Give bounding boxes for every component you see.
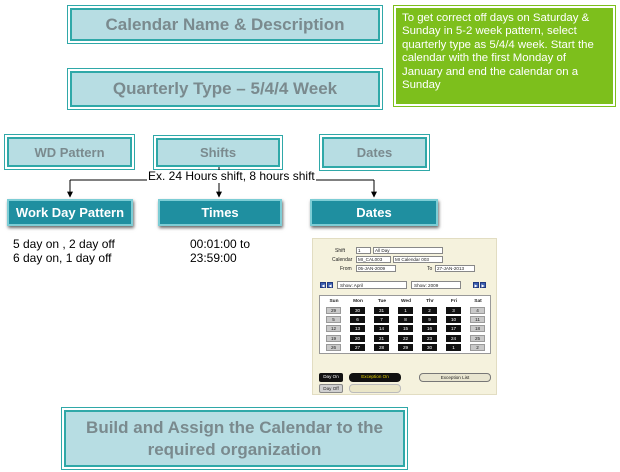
calendar-day-cell[interactable]: 9 [422, 316, 437, 324]
dates-box: Dates [319, 134, 430, 171]
quarterly-type-note: To get correct off days on Saturday & Su… [393, 5, 616, 107]
next-year-icon[interactable]: ▶ [480, 282, 486, 288]
calendar-day-cell[interactable]: 15 [398, 325, 413, 333]
calendar-field-label: Calendar [332, 257, 353, 263]
calendar-day-cell[interactable]: 28 [374, 343, 389, 351]
calendar-day-cell[interactable]: 17 [446, 325, 461, 333]
calendar-day-cell[interactable]: 29 [326, 307, 341, 314]
day-header-sat: Sat [474, 299, 482, 304]
to-date-field[interactable]: 27-JAN-2013 [435, 265, 475, 272]
to-field-label: To [427, 266, 433, 272]
exception-off-legend [349, 384, 401, 393]
dates-dark-box: Dates [310, 199, 438, 226]
build-assign-calendar-box: Build and Assign the Calendar to the req… [61, 407, 408, 470]
calendar-day-cell[interactable]: 11 [470, 316, 485, 324]
calendar-day-cell[interactable]: 6 [350, 316, 365, 324]
shift-field-label: Shift [335, 248, 346, 254]
show-year-select[interactable]: Show: 2009 [411, 281, 461, 289]
calendar-day-cell[interactable]: 18 [470, 325, 485, 333]
calendar-day-cell[interactable]: 24 [446, 334, 461, 342]
time-line-1: 00:01:00 to [190, 237, 251, 251]
calendar-day-cell[interactable]: 29 [398, 343, 413, 351]
calendar-day-cell[interactable]: 20 [350, 334, 365, 342]
calendar-day-cell[interactable]: 10 [446, 316, 461, 324]
work-day-pattern-box: Work Day Pattern [7, 199, 133, 226]
calendar-day-cell[interactable]: 30 [422, 343, 437, 351]
calendar-day-cell[interactable]: 19 [326, 334, 341, 342]
day-header-wed: Wed [400, 299, 412, 304]
day-header-tue: Tue [377, 299, 387, 304]
prev-year-icon[interactable]: ◀ [320, 282, 326, 288]
calendar-day-cell[interactable]: 22 [398, 334, 413, 342]
quarterly-type-box: Quarterly Type – 5/4/4 Week [67, 68, 383, 110]
calendar-day-cell[interactable]: 21 [374, 334, 389, 342]
calendar-day-cell[interactable]: 30 [350, 307, 365, 314]
day-header-mon: Mon [353, 299, 363, 304]
calendar-code-field[interactable]: MI_CAL003 [356, 256, 391, 263]
calendar-day-cell[interactable]: 1 [398, 307, 413, 314]
prev-month-icon[interactable]: ◀ [327, 282, 333, 288]
next-month-icon[interactable]: ▶ [473, 282, 479, 288]
calendar-day-cell[interactable]: 13 [350, 325, 365, 333]
wd-pattern-box: WD Pattern [4, 134, 135, 170]
calendar-day-cell[interactable]: 3 [446, 307, 461, 314]
from-date-field[interactable]: 05-JAN-2009 [356, 265, 396, 272]
calendar-day-cell[interactable]: 1 [446, 343, 461, 351]
calendar-day-cell[interactable]: 23 [422, 334, 437, 342]
calendar-day-cell[interactable]: 4 [470, 307, 485, 314]
calendar-day-cell[interactable]: 7 [374, 316, 389, 324]
times-box: Times [158, 199, 282, 226]
calendar-name-description-box: Calendar Name & Description [67, 5, 383, 44]
shift-description-field[interactable]: All Day [373, 247, 443, 254]
exception-list-button[interactable]: Exception List [419, 373, 491, 382]
calendar-day-cell[interactable]: 25 [470, 334, 485, 342]
calendar-name-field[interactable]: MI Calendar 003 [393, 256, 443, 263]
day-on-legend: Day On [319, 373, 343, 382]
time-line-2: 23:59:00 [190, 251, 237, 265]
calendar-day-cell[interactable]: 8 [398, 316, 413, 324]
shifts-box: Shifts [153, 135, 283, 170]
day-header-thr: Thr [426, 299, 434, 304]
calendar-day-cell[interactable]: 31 [374, 307, 389, 314]
calendar-day-cell[interactable]: 2 [470, 343, 485, 351]
from-field-label: From [340, 266, 352, 272]
calendar-day-cell[interactable]: 12 [326, 325, 341, 333]
calendar-day-cell[interactable]: 5 [326, 316, 341, 324]
work-day-line-2: 6 day on, 1 day off [13, 251, 112, 265]
shift-field[interactable]: 1 [356, 247, 371, 254]
calendar-day-cell[interactable]: 16 [422, 325, 437, 333]
shift-example-label: Ex. 24 Hours shift, 8 hours shift [147, 169, 316, 183]
calendar-day-cell[interactable]: 2 [422, 307, 437, 314]
day-header-sun: Sun [329, 299, 339, 304]
calendar-day-cell[interactable]: 14 [374, 325, 389, 333]
day-off-legend: Day Off [319, 384, 343, 393]
work-day-line-1: 5 day on , 2 day off [13, 237, 115, 251]
calendar-day-cell[interactable]: 27 [350, 343, 365, 351]
day-header-fri: Fri [450, 299, 458, 304]
exception-on-legend: Exception On [349, 373, 401, 382]
show-month-select[interactable]: Show: April [337, 281, 407, 289]
calendar-day-cell[interactable]: 26 [326, 343, 341, 351]
calendar-screenshot: Shift 1 All Day Calendar MI_CAL003 MI Ca… [312, 238, 497, 395]
